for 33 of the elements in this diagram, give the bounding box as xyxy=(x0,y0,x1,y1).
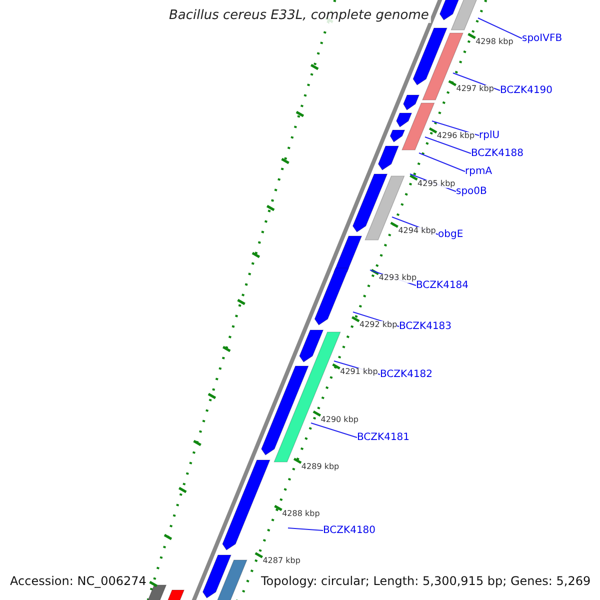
leader-line xyxy=(418,152,466,172)
scale-label: 4298 kbp xyxy=(476,38,514,47)
gene-label: obgE xyxy=(438,229,464,240)
gene-label: BCZK4184 xyxy=(416,280,469,291)
leader-line xyxy=(478,18,522,39)
scale-label: 4289 kbp xyxy=(301,462,340,472)
scale-label: 4287 kbp xyxy=(262,557,300,566)
gene-label: rplU xyxy=(479,130,500,141)
gene-label: BCZK4188 xyxy=(471,148,524,159)
gene-label: BCZK4182 xyxy=(380,369,433,380)
genome-info-text: Topology: circular; Length: 5,300,915 bp; Genes: 5,269 xyxy=(260,575,592,588)
scale-label: 4294 kbp xyxy=(398,226,436,236)
scale-label: 4290 kbp xyxy=(320,416,358,424)
diagram-title: Bacillus cereus E33L, complete genome xyxy=(167,9,431,24)
scale-label: 4288 kbp xyxy=(282,510,320,519)
scale-label: 4295 kbp xyxy=(418,180,456,188)
gene-label: spo0B xyxy=(456,186,487,197)
scale-label: 4296 kbp xyxy=(436,132,475,142)
gene-label: BCZK4190 xyxy=(500,85,553,96)
gene-label: BCZK4181 xyxy=(357,432,410,443)
gene-label: BCZK4183 xyxy=(399,321,452,332)
scale-label: 4297 kbp xyxy=(456,85,494,94)
leader-line xyxy=(310,422,358,438)
scale-label: 4291 kbp xyxy=(340,368,378,378)
scale-label: 4292 kbp xyxy=(359,321,398,330)
accession-text: Accession: NC_006274 xyxy=(9,575,148,588)
leader-line xyxy=(288,528,324,531)
leader-line xyxy=(432,120,480,136)
gene-label: rpmA xyxy=(465,166,492,177)
scale-label: 4293 kbp xyxy=(378,274,417,283)
leader-line xyxy=(424,136,472,154)
gene-label: BCZK4180 xyxy=(323,525,376,536)
gene-label: spoIVFB xyxy=(522,33,562,44)
